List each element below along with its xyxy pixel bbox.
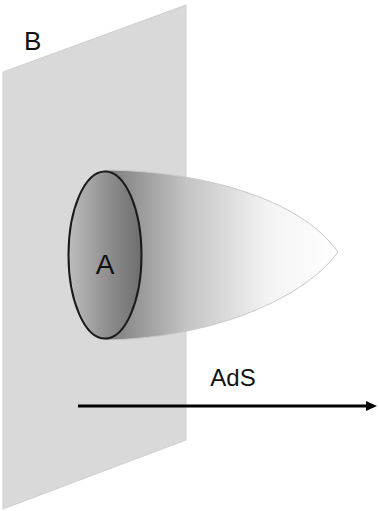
region-label: B bbox=[24, 28, 41, 54]
axis-label: AdS bbox=[210, 366, 255, 390]
boundary-plane: BA bbox=[0, 0, 190, 511]
region-ellipse: A bbox=[67, 170, 143, 340]
region-label: A bbox=[96, 251, 115, 279]
